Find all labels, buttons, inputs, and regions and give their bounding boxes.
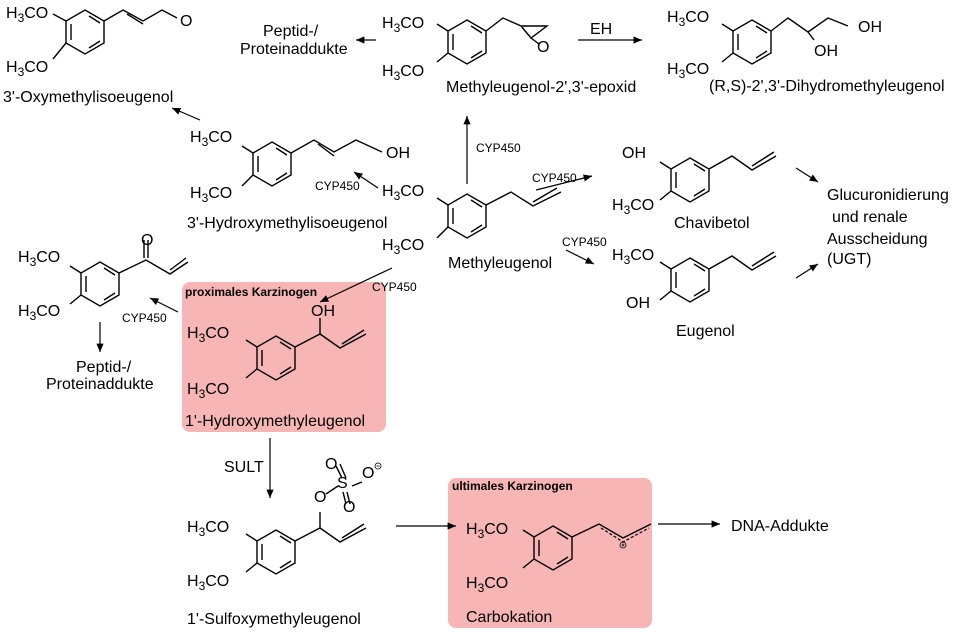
proximal-carcinogen-box: [182, 282, 386, 432]
eugenol-name: Eugenol: [676, 323, 735, 340]
methoxy-group: H3CO: [667, 9, 709, 29]
oxygen-label: O: [180, 13, 192, 30]
enzyme-eh-label: EH: [590, 21, 612, 38]
methoxy-group: H3CO: [6, 59, 48, 79]
methoxy-group: H3CO: [187, 519, 229, 539]
enzyme-cyp-label: CYP450: [562, 235, 607, 249]
methoxy-group: H3CO: [187, 573, 229, 593]
enzyme-cyp-label: CYP450: [372, 280, 417, 294]
epoxid-structure: [436, 17, 550, 65]
arrow: [795, 263, 819, 279]
excretion-line2: und renale: [832, 209, 908, 226]
eugenol-structure: [659, 251, 777, 303]
negative-charge-icon: [374, 462, 382, 470]
arrow: [319, 267, 393, 303]
carbokation-name: Carbokation: [466, 609, 552, 626]
peptid-adducts-top-line1: Peptid-/: [263, 23, 319, 40]
ketone-structure: [69, 240, 189, 307]
methoxy-group: H3CO: [187, 381, 229, 401]
enzyme-cyp-label: CYP450: [532, 171, 577, 185]
methoxy-group: H3CO: [466, 575, 508, 595]
methoxy-group: H3CO: [190, 185, 232, 205]
arrow: [149, 297, 179, 313]
arrow: [353, 171, 379, 189]
methoxy-group: H3CO: [612, 247, 654, 267]
arrow: [565, 249, 595, 265]
enzyme-cyp-label: CYP450: [122, 311, 167, 325]
excretion-line3: Ausscheidung: [827, 231, 928, 248]
peptid-adducts-left-line2: Proteinaddukte: [46, 376, 154, 393]
positive-charge-icon: [619, 541, 627, 549]
methoxy-group: H3CO: [382, 237, 424, 257]
arrow: [795, 167, 819, 183]
methoxy-group: H3CO: [18, 249, 60, 269]
enzyme-cyp-label: CYP450: [315, 179, 360, 193]
enzyme-sult-label: SULT: [224, 459, 264, 476]
dihydro-name: (R,S)-2',3'-Dihydromethyleugenol: [709, 78, 945, 95]
hydroxymethylisoeugenol-structure: [241, 139, 383, 187]
oxymethylisoeugenol-name: 3'-Oxymethylisoeugenol: [3, 89, 173, 106]
hydroxymethyleugenol-name: 1'-Hydroxymethyleugenol: [185, 413, 365, 430]
dihydro-structure: [721, 17, 849, 65]
oxygen-label: O: [325, 456, 337, 473]
excretion-line4: (UGT): [827, 251, 871, 268]
enzyme-cyp-label: CYP450: [476, 141, 521, 155]
methyleugenol-structure: [436, 187, 562, 239]
ultimate-carcinogen-label: ultimales Karzinogen: [452, 479, 573, 493]
methoxy-group: H3CO: [382, 15, 424, 35]
methoxy-group: H3CO: [6, 5, 48, 25]
excretion-line1: Glucuronidierung: [827, 187, 949, 204]
arrow: [535, 174, 593, 191]
sulfoxymethyleugenol-name: 1'-Sulfoxymethyleugenol: [187, 611, 361, 628]
hydroxymethyleugenol-structure: [245, 318, 367, 381]
chavibetol-name: Chavibetol: [674, 215, 750, 232]
methyleugenol-name: Methyleugenol: [448, 255, 552, 272]
epoxid-name: Methyleugenol-2',3'-epoxid: [446, 79, 636, 96]
hydroxyl-label: OH: [311, 303, 335, 320]
oxygen-label: O: [314, 489, 326, 506]
oxymethylisoeugenol-structure: [52, 9, 178, 60]
hydroxyl-label: OH: [858, 19, 882, 36]
oxygen-label: O: [362, 465, 374, 482]
hydroxyl-label: OH: [622, 145, 646, 162]
oxygen-label: O: [141, 232, 153, 249]
hydroxymethylisoeugenol-name: 3'-Hydroxymethylisoeugenol: [187, 215, 387, 232]
methoxy-group: H3CO: [382, 183, 424, 203]
methoxy-group: H3CO: [382, 63, 424, 83]
oxygen-label: O: [343, 499, 355, 516]
methoxy-group: H3CO: [190, 129, 232, 149]
peptid-adducts-top-line2: Proteinaddukte: [240, 41, 348, 58]
methoxy-group: H3CO: [466, 521, 508, 541]
hydroxyl-label: OH: [814, 43, 838, 60]
ultimate-carcinogen-box: [448, 478, 652, 628]
methoxy-group: H3CO: [667, 61, 709, 81]
methoxy-group: H3CO: [612, 197, 654, 217]
oxygen-label: O: [537, 39, 549, 56]
arrow: [171, 107, 201, 121]
carbokation-structure: [522, 523, 652, 571]
sulfur-label: S: [337, 475, 348, 492]
dna-adducts-label: DNA-Addukte: [731, 518, 829, 535]
sulfoxymethyleugenol-structure: [245, 463, 367, 575]
methoxy-group: H3CO: [18, 303, 60, 323]
proximal-carcinogen-label: proximales Karzinogen: [185, 285, 317, 299]
chavibetol-structure: [659, 151, 777, 203]
hydroxyl-label: OH: [386, 145, 410, 162]
peptid-adducts-left-line1: Peptid-/: [76, 359, 132, 376]
hydroxyl-label: OH: [626, 295, 650, 312]
methoxy-group: H3CO: [187, 325, 229, 345]
